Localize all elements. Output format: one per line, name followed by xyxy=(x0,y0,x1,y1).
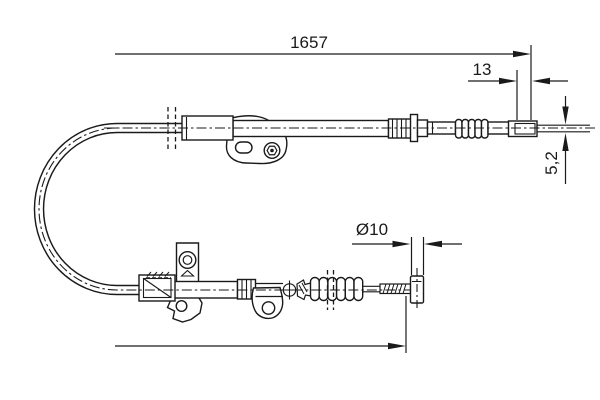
dimension-annotations xyxy=(115,45,569,353)
dimension-overall-length-label: 1657 xyxy=(290,33,328,52)
centerlines xyxy=(38,107,597,311)
lower-cable-run xyxy=(138,242,425,323)
dimension-cable-diameter-label: 5,2 xyxy=(542,151,561,175)
dimension-end-offset-label: 13 xyxy=(472,60,492,79)
dimension-barrel-diameter-label: Ø10 xyxy=(355,220,389,239)
upper-cable-run xyxy=(181,113,590,165)
